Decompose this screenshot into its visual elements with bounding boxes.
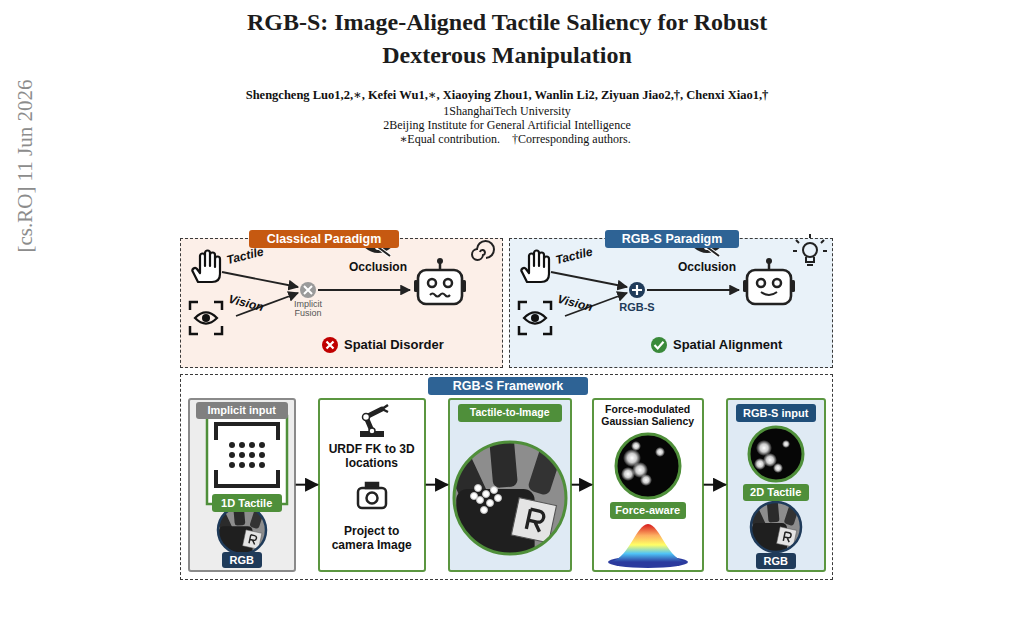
modality-tag: 2D Tactile	[743, 484, 809, 501]
outcome-label: Spatial Alignment	[673, 337, 823, 353]
occlusion-label: Occlusion	[343, 260, 413, 274]
modality-tag: 1D Tactile	[212, 494, 282, 512]
fusion-label: Implicit Fusion	[286, 300, 330, 319]
arxiv-watermark: [cs.RO] 11 Jun 2026	[12, 31, 38, 301]
footnote: ∗Equal contribution.	[360, 132, 500, 146]
occlusion-label: Occlusion	[672, 260, 742, 274]
modality-tag: RGB	[222, 552, 262, 568]
panel-header: RGB-S Framework	[428, 377, 588, 395]
framework-panel: RGB-S FrameworkImplicit input1D TactileR…	[180, 374, 833, 580]
input-box: Implicit input 1D TactileRGB	[188, 398, 296, 572]
box-header: Implicit input	[196, 402, 288, 419]
tag-text: RGB	[222, 552, 262, 568]
modality-tag: Force-aware	[610, 502, 686, 519]
step-text: Project to camera Image	[322, 522, 422, 556]
panel-header: RGB-S Paradigm	[605, 230, 739, 248]
box-header: Tactile-to-Image	[458, 404, 562, 422]
box-header: Force-modulated Gaussian Saliency	[595, 401, 701, 431]
modality-tag: RGB	[756, 553, 796, 569]
flow-arrow	[296, 484, 318, 486]
output-box: RGB-S input 2D TactileRGB	[726, 398, 826, 572]
process-box: Tactile-to-Image	[448, 398, 572, 572]
affiliation: 1ShanghaiTech University	[307, 104, 707, 118]
flow-arrow	[704, 484, 726, 486]
footnote: †Corresponding authors.	[512, 132, 662, 146]
affiliation: 2Beijing Institute for General Artificia…	[257, 118, 757, 132]
tag-text: Force-aware	[610, 502, 686, 519]
process-box: Force-modulated Gaussian SaliencyForce-a…	[592, 398, 704, 572]
flow-arrow	[426, 484, 448, 486]
box-header: RGB-S input	[736, 404, 816, 422]
tag-text: 1D Tactile	[212, 494, 282, 512]
flow-arrow	[572, 484, 592, 486]
figure-title: RGB-S: Image-Aligned Tactile Saliency fo…	[207, 6, 807, 72]
tag-text: RGB	[756, 553, 796, 569]
author-list: Shengcheng Luo1,2,∗, Kefei Wu1,∗, Xiaoyi…	[207, 88, 807, 103]
step-text: URDF FK to 3D locations	[322, 440, 422, 474]
panel-header: Classical Paradigm	[249, 230, 399, 248]
tag-text: 2D Tactile	[743, 484, 809, 501]
process-box: URDF FK to 3D locationsProject to camera…	[318, 398, 426, 572]
outcome-label: Spatial Disorder	[344, 337, 484, 353]
fusion-label: RGB-S	[612, 301, 662, 314]
